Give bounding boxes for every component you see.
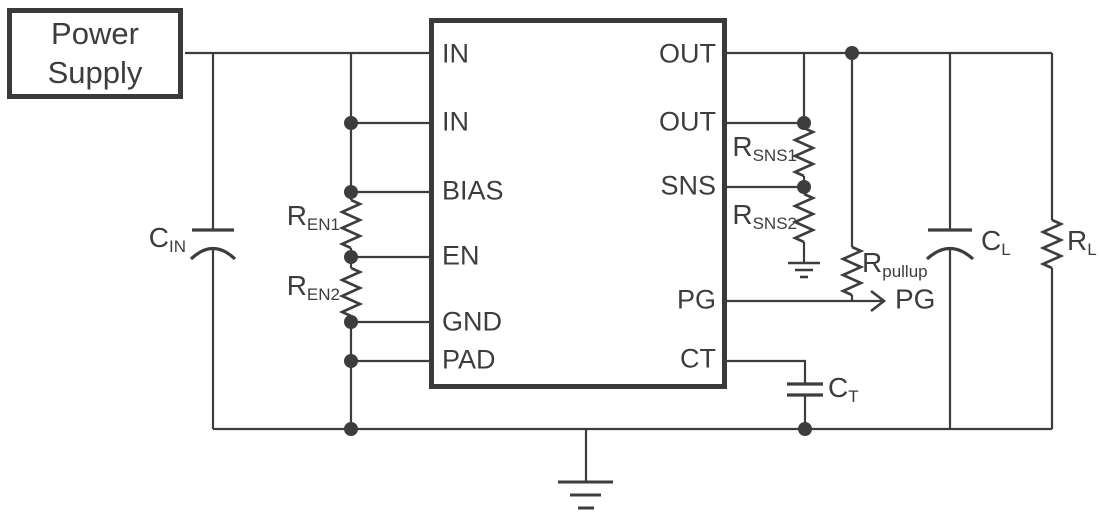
- rl-resistor: [1039, 218, 1065, 270]
- ic-pin-sns: SNS: [660, 170, 716, 201]
- cl-label-main: C: [981, 225, 1002, 257]
- ren1-label-main: R: [286, 200, 307, 232]
- rpullup-label: Rpullup: [862, 247, 928, 282]
- ren2-label: REN2: [287, 270, 340, 305]
- junction-dot: [344, 422, 358, 436]
- ren1-resistor: [338, 198, 364, 250]
- rpullup-resistor: [839, 245, 865, 297]
- rsns1-label-sub: SNS1: [752, 146, 797, 166]
- ic-pin-out2: OUT: [659, 106, 716, 137]
- rsns1-label-main: R: [732, 131, 753, 163]
- ic-pin-ct: CT: [680, 343, 716, 374]
- ren2-label-sub: EN2: [306, 285, 340, 305]
- cin-label-sub: IN: [169, 237, 186, 257]
- cin-label: CIN: [149, 222, 186, 257]
- pg-output-label: PG: [895, 283, 936, 315]
- ct-label: CT: [828, 372, 859, 407]
- power-supply-label: Power Supply: [47, 15, 143, 90]
- rsns2-label-sub: SNS2: [752, 214, 797, 234]
- ic-pin-pg: PG: [676, 284, 716, 315]
- rsns1-resistor: [791, 126, 817, 178]
- junction-dot: [845, 46, 859, 60]
- ren1-label-sub: EN1: [306, 215, 340, 235]
- junction-dots: [344, 46, 859, 436]
- cl-capacitor-plate-bottom: [925, 246, 975, 261]
- capacitors: [189, 228, 975, 397]
- wire-ct: [725, 359, 807, 384]
- resistors: [338, 126, 1065, 318]
- ren1-label: REN1: [287, 200, 340, 235]
- rsns2-label: RSNS2: [732, 199, 797, 234]
- ic-pin-in1: IN: [442, 38, 469, 69]
- rsns1-label: RSNS1: [732, 131, 797, 166]
- junction-dot: [797, 116, 811, 130]
- cin-capacitor-plate-bottom: [189, 246, 237, 261]
- pg-arrowhead-icon: [870, 289, 887, 313]
- junction-dot: [344, 315, 358, 329]
- ic-pin-out1: OUT: [659, 38, 716, 69]
- ren2-resistor: [338, 266, 364, 318]
- ren2-label-main: R: [286, 270, 307, 302]
- ic-pin-en: EN: [442, 240, 480, 271]
- cin-label-main: C: [148, 222, 169, 254]
- junction-dot: [798, 422, 812, 436]
- ground-symbol-main: [558, 480, 613, 510]
- rl-label-main: R: [1067, 225, 1088, 257]
- junction-dot: [344, 250, 358, 264]
- power-supply-box: [7, 8, 183, 99]
- rpullup-label-sub: pullup: [882, 262, 928, 282]
- rl-label: RL: [1067, 225, 1097, 260]
- junction-dot: [344, 116, 358, 130]
- ic-box: [429, 18, 727, 389]
- ct-label-main: C: [828, 372, 849, 404]
- ic-pin-pad: PAD: [442, 344, 496, 375]
- junction-dot: [797, 180, 811, 194]
- junction-dot: [344, 354, 358, 368]
- rl-label-sub: L: [1087, 240, 1097, 260]
- ground-symbol-sns: [788, 261, 820, 279]
- rsns2-resistor: [791, 192, 817, 244]
- cl-label-sub: L: [1001, 240, 1011, 260]
- junction-dot: [344, 185, 358, 199]
- ic-pin-gnd: GND: [442, 306, 502, 337]
- ic-pin-bias: BIAS: [442, 175, 504, 206]
- rsns2-label-main: R: [732, 199, 753, 231]
- cl-label: CL: [981, 225, 1011, 260]
- ic-pin-in2: IN: [442, 106, 469, 137]
- ct-label-sub: T: [848, 387, 859, 407]
- rpullup-label-main: R: [862, 247, 883, 279]
